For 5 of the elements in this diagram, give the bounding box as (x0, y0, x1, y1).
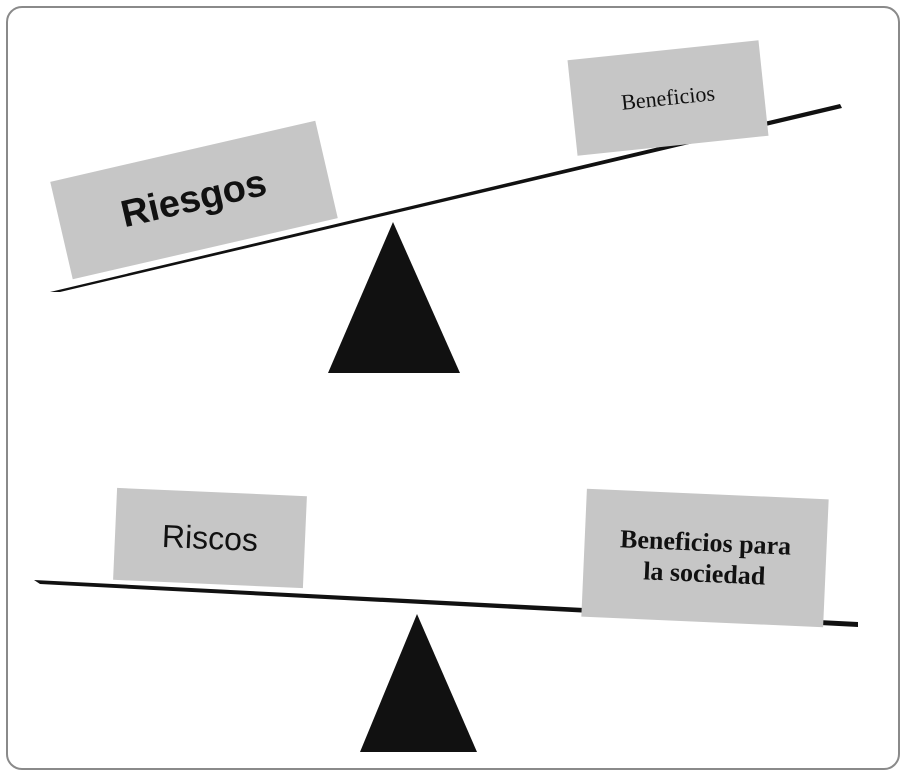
weight-label: Beneficios (620, 80, 716, 116)
weight-label: Riscos (161, 516, 259, 560)
weight-label: Riesgos (116, 161, 272, 238)
weight-label: Beneficios para la sociedad (618, 523, 793, 593)
weight-block (113, 488, 307, 588)
